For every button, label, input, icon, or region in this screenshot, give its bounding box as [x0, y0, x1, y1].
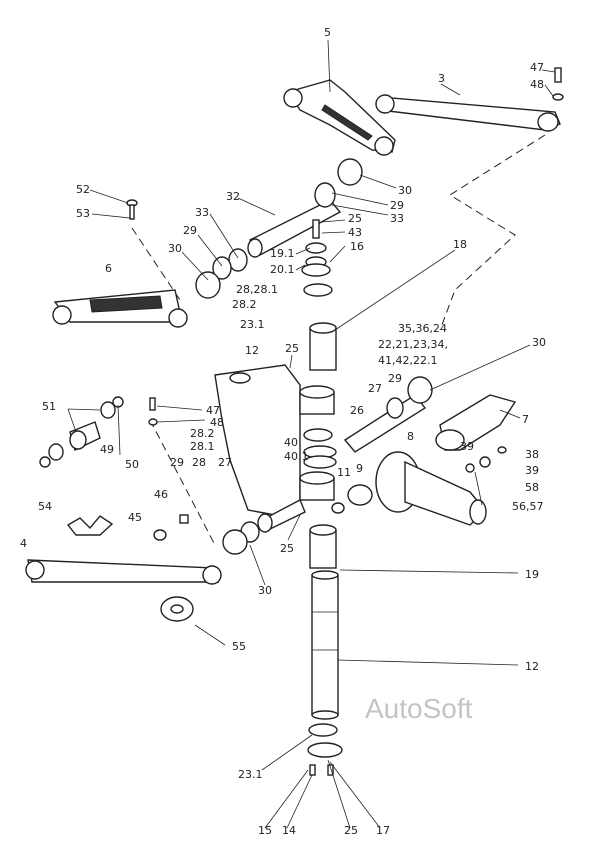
label-4: 4 — [20, 537, 27, 550]
label-28-28-1: 28,28.1 — [236, 283, 278, 296]
dashed-line-bottom — [149, 419, 216, 546]
part-6-arm — [52, 289, 188, 328]
label-28-2: 28.2 — [232, 298, 257, 311]
label-27: 27 — [218, 456, 232, 469]
label-3: 3 — [438, 72, 445, 85]
label-35-36-24: 35,36,24 — [398, 322, 447, 335]
bolt-47-top — [552, 67, 564, 101]
label-30: 30 — [398, 184, 412, 197]
part-labels: 5 47 48 3 52 53 32 33 29 30 30 29 33 25 … — [20, 26, 546, 837]
label-51: 51 — [42, 400, 56, 413]
label-49: 49 — [100, 443, 114, 456]
small-parts-right — [465, 446, 507, 473]
label-30: 30 — [168, 242, 182, 255]
bolt-45 — [153, 514, 189, 541]
label-29: 29 — [183, 224, 197, 237]
bushing-19 — [309, 524, 337, 569]
knuckle-housing — [214, 364, 337, 516]
dashed-line-right — [439, 134, 546, 331]
bracket-54 — [66, 515, 114, 536]
label-25: 25 — [285, 342, 299, 355]
label-48-top: 48 — [530, 78, 544, 91]
label-28-2: 28.2 — [190, 427, 215, 440]
label-40: 40 — [284, 436, 298, 449]
label-22-group: 22,21,23,34, — [378, 338, 448, 351]
label-6: 6 — [105, 262, 112, 275]
label-29: 29 — [388, 372, 402, 385]
part-3-rod — [375, 94, 561, 132]
label-47-middle: 47 — [206, 404, 220, 417]
label-33: 33 — [390, 212, 404, 225]
label-56-57: 56,57 — [512, 500, 544, 513]
label-45: 45 — [128, 511, 142, 524]
label-55: 55 — [232, 640, 246, 653]
label-15: 15 — [258, 824, 272, 837]
watermark: AutoSoft — [365, 693, 473, 724]
king-pin-12 — [311, 570, 339, 720]
label-54: 54 — [38, 500, 52, 513]
label-12: 12 — [525, 660, 539, 673]
shaft-26 — [343, 376, 433, 453]
label-5: 5 — [324, 26, 331, 39]
bolt-47-middle — [148, 397, 158, 426]
label-38: 38 — [525, 448, 539, 461]
label-29: 29 — [170, 456, 184, 469]
label-20-1: 20.1 — [270, 263, 295, 276]
label-46: 46 — [154, 488, 168, 501]
washer-55 — [160, 596, 194, 622]
label-43: 43 — [348, 226, 362, 239]
label-23-1: 23.1 — [240, 318, 265, 331]
label-25: 25 — [348, 212, 362, 225]
label-47-top: 47 — [530, 61, 544, 74]
label-52: 52 — [76, 183, 90, 196]
label-25: 25 — [344, 824, 358, 837]
label-16: 16 — [350, 240, 364, 253]
label-25: 25 — [280, 542, 294, 555]
label-30: 30 — [532, 336, 546, 349]
label-19: 19 — [525, 568, 539, 581]
label-50: 50 — [125, 458, 139, 471]
label-27: 27 — [368, 382, 382, 395]
label-7: 7 — [522, 413, 529, 426]
hub-assembly-8 — [331, 451, 487, 526]
label-19-1: 19.1 — [270, 247, 295, 260]
label-29: 29 — [390, 199, 404, 212]
dashed-line-left — [131, 227, 181, 301]
pivot-49 — [39, 396, 124, 468]
bottom-cap — [307, 723, 343, 776]
label-17: 17 — [376, 824, 390, 837]
label-9: 9 — [356, 462, 363, 475]
label-39: 39 — [460, 440, 474, 453]
part-4-lower-arm — [25, 559, 222, 585]
label-41-group: 41,42,22.1 — [378, 354, 437, 367]
label-14: 14 — [282, 824, 296, 837]
shaft-32 — [195, 158, 363, 299]
label-18: 18 — [453, 238, 467, 251]
shaft-lower-27 — [222, 499, 306, 555]
label-48-middle: 48 — [210, 416, 224, 429]
label-8: 8 — [407, 430, 414, 443]
label-58: 58 — [525, 481, 539, 494]
label-11: 11 — [337, 466, 351, 479]
pin-stack-center — [301, 219, 333, 297]
label-30: 30 — [258, 584, 272, 597]
label-39: 39 — [525, 464, 539, 477]
label-40-1: 40.1 — [284, 450, 309, 463]
label-33: 33 — [195, 206, 209, 219]
screw-52 — [126, 199, 138, 220]
leader-lines — [67, 39, 556, 829]
label-12-top: 12 — [245, 344, 259, 357]
bushing-18 — [309, 322, 337, 371]
label-32: 32 — [226, 190, 240, 203]
part-5-upper-arm — [283, 79, 396, 156]
label-28: 28 — [192, 456, 206, 469]
label-26: 26 — [350, 404, 364, 417]
part-7-tie-rod-end — [435, 394, 517, 451]
label-53: 53 — [76, 207, 90, 220]
label-28-1: 28.1 — [190, 440, 215, 453]
label-23-1: 23.1 — [238, 768, 263, 781]
